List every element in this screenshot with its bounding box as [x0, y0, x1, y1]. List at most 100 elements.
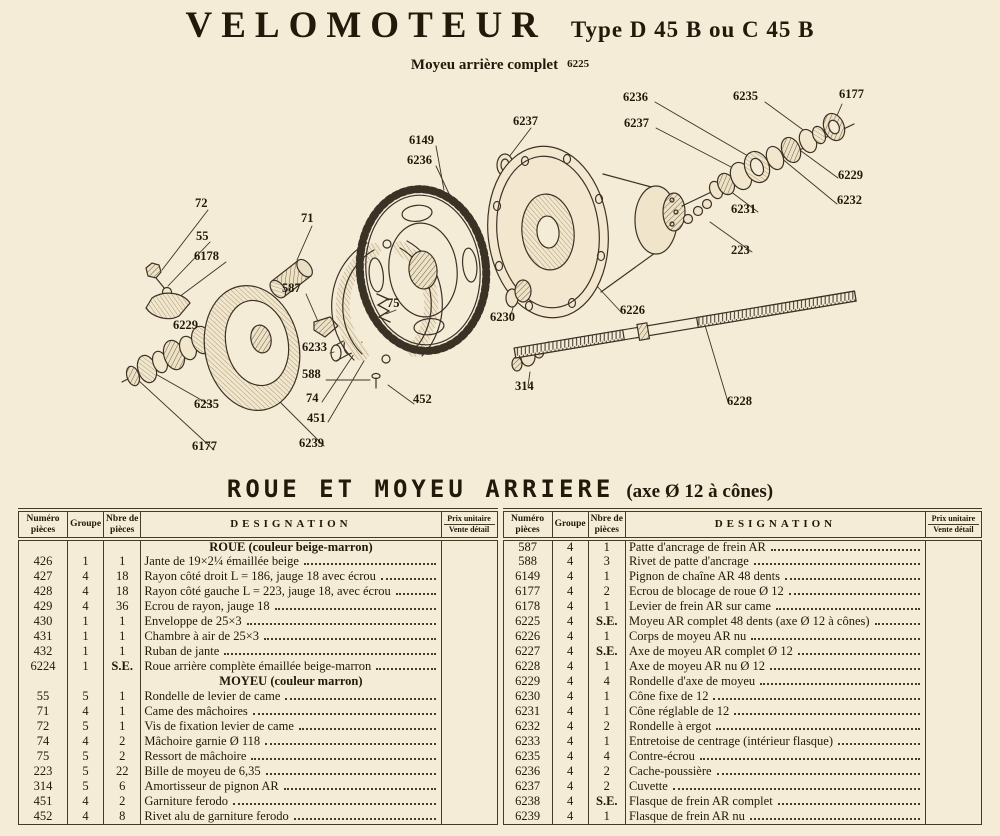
- designation-cell: Patte d'ancrage de frein AR: [624, 539, 926, 554]
- hub-body: [487, 145, 686, 319]
- part-number-cell: 6229: [502, 674, 553, 689]
- price-cell: [924, 704, 983, 719]
- price-cell: [440, 794, 498, 809]
- designation-cell: Moyeu AR complet 48 dents (axe Ø 12 à cô…: [624, 614, 926, 629]
- designation-cell: Ressort de mâchoire: [140, 749, 442, 764]
- anchor-rivet: [371, 372, 381, 389]
- dotted-leader: [285, 698, 436, 700]
- dotted-leader: [770, 549, 920, 551]
- part-callout-71: 71: [301, 211, 314, 225]
- part-number-cell: 6238: [502, 794, 553, 809]
- part-number-cell: 452: [17, 809, 69, 824]
- designation-cell: Rivet de patte d'ancrage: [624, 554, 926, 569]
- quantity-cell: 8: [103, 809, 142, 824]
- dotted-leader: [751, 638, 920, 640]
- brake-plate: [203, 285, 301, 411]
- col-header-groupe: Groupe: [67, 510, 105, 541]
- part-callout-6228: 6228: [727, 394, 752, 408]
- quantity-cell: 22: [103, 764, 142, 779]
- group-cell: 4: [551, 659, 589, 674]
- designation-cell: Roue arrière complète émaillée beige-mar…: [140, 659, 442, 674]
- part-number-cell: 6178: [502, 599, 553, 614]
- dotted-leader: [380, 578, 436, 580]
- col-header-designation: DESIGNATION: [140, 510, 442, 541]
- part-number-cell: 55: [17, 689, 69, 704]
- dotted-leader: [788, 593, 920, 595]
- designation-cell: Vis de fixation levier de came: [140, 719, 442, 734]
- quantity-cell: 1: [103, 704, 142, 719]
- group-cell: 4: [551, 689, 589, 704]
- price-cell: [924, 584, 983, 599]
- price-cell: [924, 539, 983, 554]
- dotted-leader: [246, 623, 436, 625]
- designation-cell: Ruban de jante: [140, 644, 442, 659]
- designation-cell: Cache-poussière: [624, 764, 926, 779]
- quantity-cell: 1: [587, 704, 626, 719]
- quantity-cell: 1: [587, 689, 626, 704]
- part-number-cell: 6233: [502, 734, 553, 749]
- part-number-cell: 451: [17, 794, 69, 809]
- designation-cell: Axe de moyeu AR complet Ø 12: [624, 644, 926, 659]
- part-callout-6229: 6229: [173, 318, 198, 332]
- price-cell: [924, 734, 983, 749]
- price-cell: [924, 599, 983, 614]
- section-row: MOYEU (couleur marron): [17, 674, 498, 689]
- part-callout-6233: 6233: [302, 340, 327, 354]
- quantity-cell: 3: [587, 554, 626, 569]
- dotted-leader: [760, 683, 920, 685]
- price-cell: [440, 689, 498, 704]
- dotted-leader: [753, 563, 920, 565]
- part-callout-6235: 6235: [733, 89, 758, 103]
- group-cell: 4: [551, 779, 589, 794]
- dotted-leader: [838, 743, 920, 745]
- designation-cell: Amortisseur de pignon AR: [140, 779, 442, 794]
- dotted-leader: [376, 668, 436, 670]
- group-cell: 4: [551, 794, 589, 809]
- quantity-cell: S.E.: [103, 659, 142, 674]
- part-callout-74: 74: [306, 391, 319, 405]
- group-cell: 1: [67, 554, 105, 569]
- dotted-leader: [775, 608, 920, 610]
- designation-cell: Rayon côté gauche L = 223, jauge 18, ave…: [140, 584, 442, 599]
- designation-cell: Entretoise de centrage (intérieur flasqu…: [624, 734, 926, 749]
- designation-cell: Cône réglable de 12: [624, 704, 926, 719]
- part-number-cell: 6236: [502, 764, 553, 779]
- quantity-cell: 4: [587, 674, 626, 689]
- part-callout-6178: 6178: [194, 249, 219, 263]
- group-cell: 1: [67, 644, 105, 659]
- designation-cell: Mâchoire garnie Ø 118: [140, 734, 442, 749]
- designation-cell: Garniture ferodo: [140, 794, 442, 809]
- col-header-groupe: Groupe: [551, 510, 589, 541]
- part-callout-6239: 6239: [299, 436, 324, 450]
- price-cell: [440, 674, 498, 689]
- group-cell: 4: [551, 539, 589, 554]
- designation-cell: Came des mâchoires: [140, 704, 442, 719]
- part-number-cell: 6224: [17, 659, 69, 674]
- quantity-cell: 2: [103, 734, 142, 749]
- group-cell: 4: [551, 614, 589, 629]
- part-number-cell: 72: [17, 719, 69, 734]
- group-cell: 4: [67, 794, 105, 809]
- designation-cell: Jante de 19×2¼ émaillée beige: [140, 554, 442, 569]
- part-number-cell: [17, 674, 69, 689]
- group-cell: 4: [551, 554, 589, 569]
- quantity-cell: 2: [103, 749, 142, 764]
- part-number-cell: 6231: [502, 704, 553, 719]
- part-callout-6230: 6230: [490, 310, 515, 324]
- group-cell: 4: [67, 734, 105, 749]
